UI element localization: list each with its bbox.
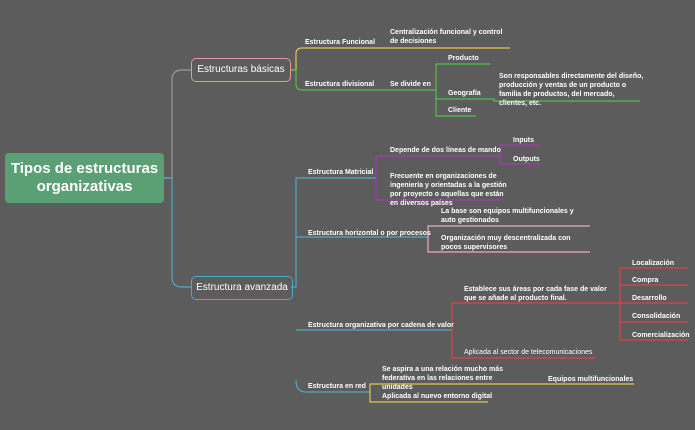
topic-comercializacion[interactable]: Comercialización — [632, 332, 690, 339]
divisional-items-link — [432, 63, 490, 117]
root-to-avanzada-link — [164, 177, 191, 288]
topic-establece-areas[interactable]: Establece sus áreas por cada fase de val… — [464, 286, 607, 302]
topic-frecuente-ingenieria[interactable]: Frecuente en organizaciones de ingenierí… — [390, 173, 507, 207]
topic-inputs[interactable]: Inputs — [513, 137, 534, 144]
topic-consolidacion[interactable]: Consolidación — [632, 313, 681, 320]
topic-estructura-matricial[interactable]: Estructura Matricial — [308, 169, 374, 176]
topic-estructura-en-red[interactable]: Estructura en red — [308, 383, 366, 390]
avanzada-spine — [291, 177, 452, 393]
central-topic[interactable]: Tipos de estructuras organizativas — [5, 153, 164, 203]
topic-sector-telecomunicaciones[interactable]: Aplicada al sector de telecomunicaciones — [464, 349, 593, 356]
basicas-divisional-link — [291, 69, 432, 91]
topic-depende-dos-lineas[interactable]: Depende de dos líneas de mando — [390, 147, 501, 154]
horizontal-links — [427, 225, 590, 253]
topic-descripcion-divisional[interactable]: Son responsables directamente del diseño… — [499, 73, 644, 107]
topic-entorno-digital[interactable]: Aplicada al nuevo entorno digital — [382, 393, 493, 400]
red-links — [369, 383, 634, 403]
topic-organizacion-descentralizada[interactable]: Organización muy descentralizada con poc… — [441, 235, 571, 251]
cadena-links — [451, 267, 688, 359]
topic-estructura-divisional[interactable]: Estructura divisional — [305, 81, 375, 88]
topic-se-divide-en[interactable]: Se divide en — [390, 81, 431, 88]
topic-equipos-multifuncionales-base[interactable]: La base son equipos multifuncionales y a… — [441, 208, 574, 224]
topic-cadena-de-valor[interactable]: Estructura organizativa por cadena de va… — [308, 322, 454, 329]
topic-desarrollo[interactable]: Desarrollo — [632, 295, 667, 302]
topic-cliente[interactable]: Cliente — [448, 107, 472, 114]
topic-estructura-horizontal[interactable]: Estructura horizontal o por procesos — [308, 230, 431, 237]
topic-relacion-federativa[interactable]: Se aspira a una relación mucho más feder… — [382, 366, 503, 391]
branch-estructuras-basicas[interactable]: Estructuras básicas — [191, 58, 291, 82]
topic-geografia[interactable]: Geografía — [448, 90, 481, 97]
topic-localizacion[interactable]: Localización — [632, 260, 675, 267]
topic-equipos-multifuncionales[interactable]: Equipos multifuncionales — [548, 376, 634, 383]
basicas-funcional-link — [291, 47, 510, 71]
root-to-basicas-link — [164, 69, 191, 179]
topic-centralizacion-funcional[interactable]: Centralización funcional y control de de… — [390, 29, 503, 45]
branch-estructura-avanzada[interactable]: Estructura avanzada — [191, 276, 293, 300]
matricial-links — [375, 144, 540, 201]
topic-outputs[interactable]: Outputs — [513, 156, 540, 163]
topic-estructura-funcional[interactable]: Estructura Funcional — [305, 39, 376, 46]
topic-producto[interactable]: Producto — [448, 55, 479, 62]
topic-compra[interactable]: Compra — [632, 277, 659, 284]
geografia-desc-link — [490, 98, 640, 102]
